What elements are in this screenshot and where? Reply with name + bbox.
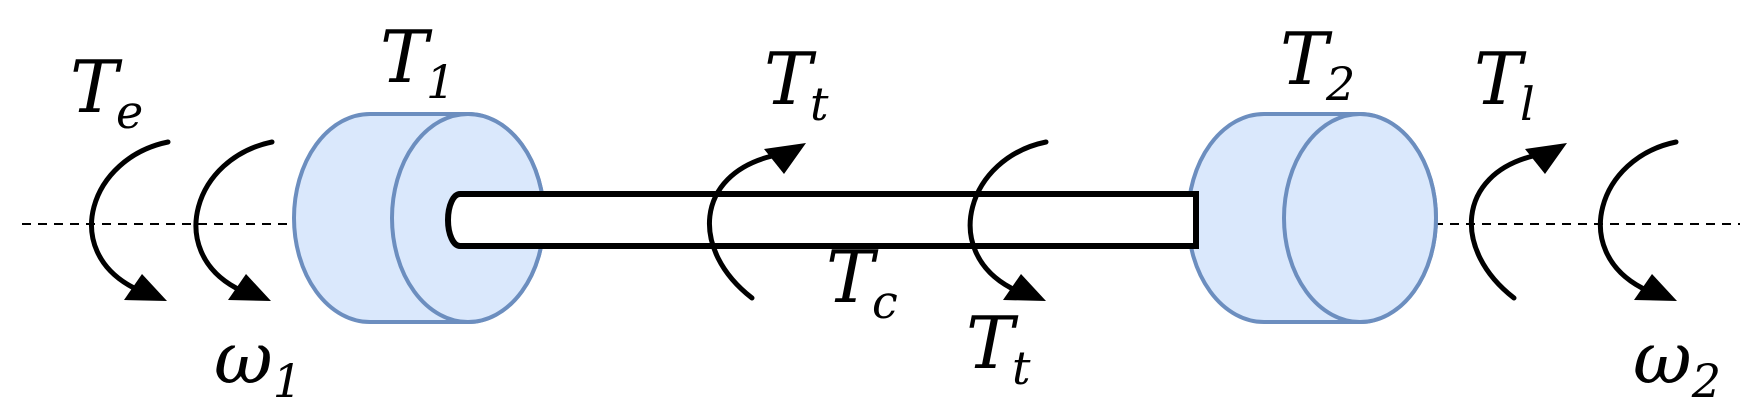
label-shaft-torque-bottom: Tt <box>966 301 1031 395</box>
engine-torque-arrow <box>89 139 171 301</box>
omega-left-arrow <box>193 139 275 301</box>
label-disk-left: T1 <box>380 15 455 109</box>
omega-right-arrow <box>1597 139 1679 301</box>
label-coupling-torque: Tc <box>826 235 898 329</box>
label-omega-left: ω1 <box>214 316 302 408</box>
label-omega-right: ω2 <box>1633 316 1721 408</box>
load-torque-arrow <box>1468 143 1567 301</box>
disk-right <box>1186 112 1438 324</box>
label-disk-right: T2 <box>1280 17 1355 111</box>
shaft <box>445 191 1199 249</box>
label-load-torque: Tl <box>1474 37 1535 131</box>
label-shaft-torque-top: Tt <box>764 37 829 131</box>
shaft-torque-top-arrow <box>707 143 806 301</box>
label-engine-torque: Te <box>70 45 143 139</box>
shaft-torque-bottom-arrow <box>967 139 1049 301</box>
